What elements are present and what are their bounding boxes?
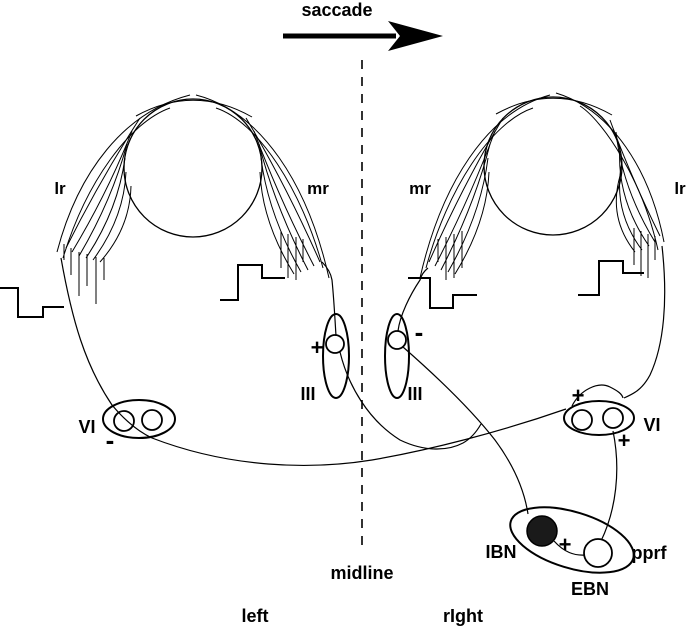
left-iii-neuron	[325, 334, 345, 354]
pprf-group	[509, 506, 635, 574]
right-vi-label: VI	[643, 415, 660, 435]
right-eye	[419, 92, 665, 280]
left-iii-to-left-mr-pathway	[321, 261, 337, 337]
pprf-label: pprf	[632, 543, 668, 563]
left-vi-neuron-2	[141, 409, 163, 431]
right-vi-plus-bottom-sign: +	[618, 428, 631, 453]
left-vi-label: VI	[78, 417, 95, 437]
saccade-label: saccade	[301, 0, 372, 20]
left-vi-outline	[102, 399, 176, 439]
right-eye-mr-muscle	[419, 94, 551, 280]
left-eyeball	[123, 98, 263, 238]
right-iii-to-ibn-pathway	[402, 346, 529, 515]
ibn-label: IBN	[486, 542, 517, 562]
left-lr-waveform	[0, 287, 64, 318]
left-abducens-nucleus	[102, 399, 176, 439]
left-oculomotor-nucleus	[322, 313, 350, 399]
ebn-to-right-vi-pathway	[600, 430, 618, 542]
pprf-plus-sign: +	[559, 532, 572, 557]
left-mr-label: mr	[307, 179, 329, 198]
right-iii-label: III	[407, 384, 422, 404]
right-iii-neuron	[387, 330, 407, 350]
right-lr-waveform	[578, 260, 644, 296]
left-iii-label: III	[300, 384, 315, 404]
left-vi-minus-sign: -	[106, 425, 115, 455]
right-eye-top-arc	[495, 97, 613, 116]
arrow-head	[388, 21, 443, 51]
pprf-outline	[509, 506, 635, 574]
left-eye-mr-muscle	[195, 94, 330, 280]
right-eyeball	[483, 96, 623, 236]
ibn-to-ebn-link	[553, 540, 587, 556]
left-vi-neuron-1	[113, 410, 135, 432]
right-vi-neuron-2	[602, 407, 624, 429]
right-eye-lr-muscle	[555, 92, 665, 278]
right-mr-label: mr	[409, 179, 431, 198]
right-iii-outline	[384, 313, 410, 399]
left-vi-to-left-lr-and-crossing-pathway	[60, 257, 567, 466]
left-eye-lr-muscle	[56, 94, 191, 304]
midline-label: midline	[330, 563, 393, 583]
right-vi-neuron-1	[571, 409, 593, 431]
right-vi-plus-top-sign: +	[572, 383, 585, 408]
right-iii-minus-sign: -	[415, 317, 424, 347]
right-vi-outline	[563, 400, 635, 436]
left-iii-plus-sign: +	[311, 335, 324, 360]
left-mr-waveform	[220, 264, 285, 301]
right-oculomotor-nucleus	[384, 313, 410, 399]
right-vi-to-right-lr-pathway	[623, 245, 666, 399]
right-side-label: rIght	[443, 606, 483, 626]
right-abducens-nucleus	[563, 400, 635, 436]
left-lr-label: lr	[54, 179, 66, 198]
left-eye	[56, 94, 330, 304]
ebn-label: EBN	[571, 579, 609, 599]
saccade-arrow	[283, 21, 443, 51]
right-lr-label: lr	[674, 179, 686, 198]
left-iii-crossing-pathway	[339, 351, 482, 450]
left-eye-top-arc	[135, 99, 253, 118]
right-vi-over-arc	[571, 384, 624, 407]
ibn-neuron	[526, 515, 558, 547]
left-iii-outline	[322, 313, 350, 399]
right-mr-waveform	[408, 277, 477, 309]
left-side-label: left	[242, 606, 269, 626]
ebn-neuron	[583, 538, 613, 568]
